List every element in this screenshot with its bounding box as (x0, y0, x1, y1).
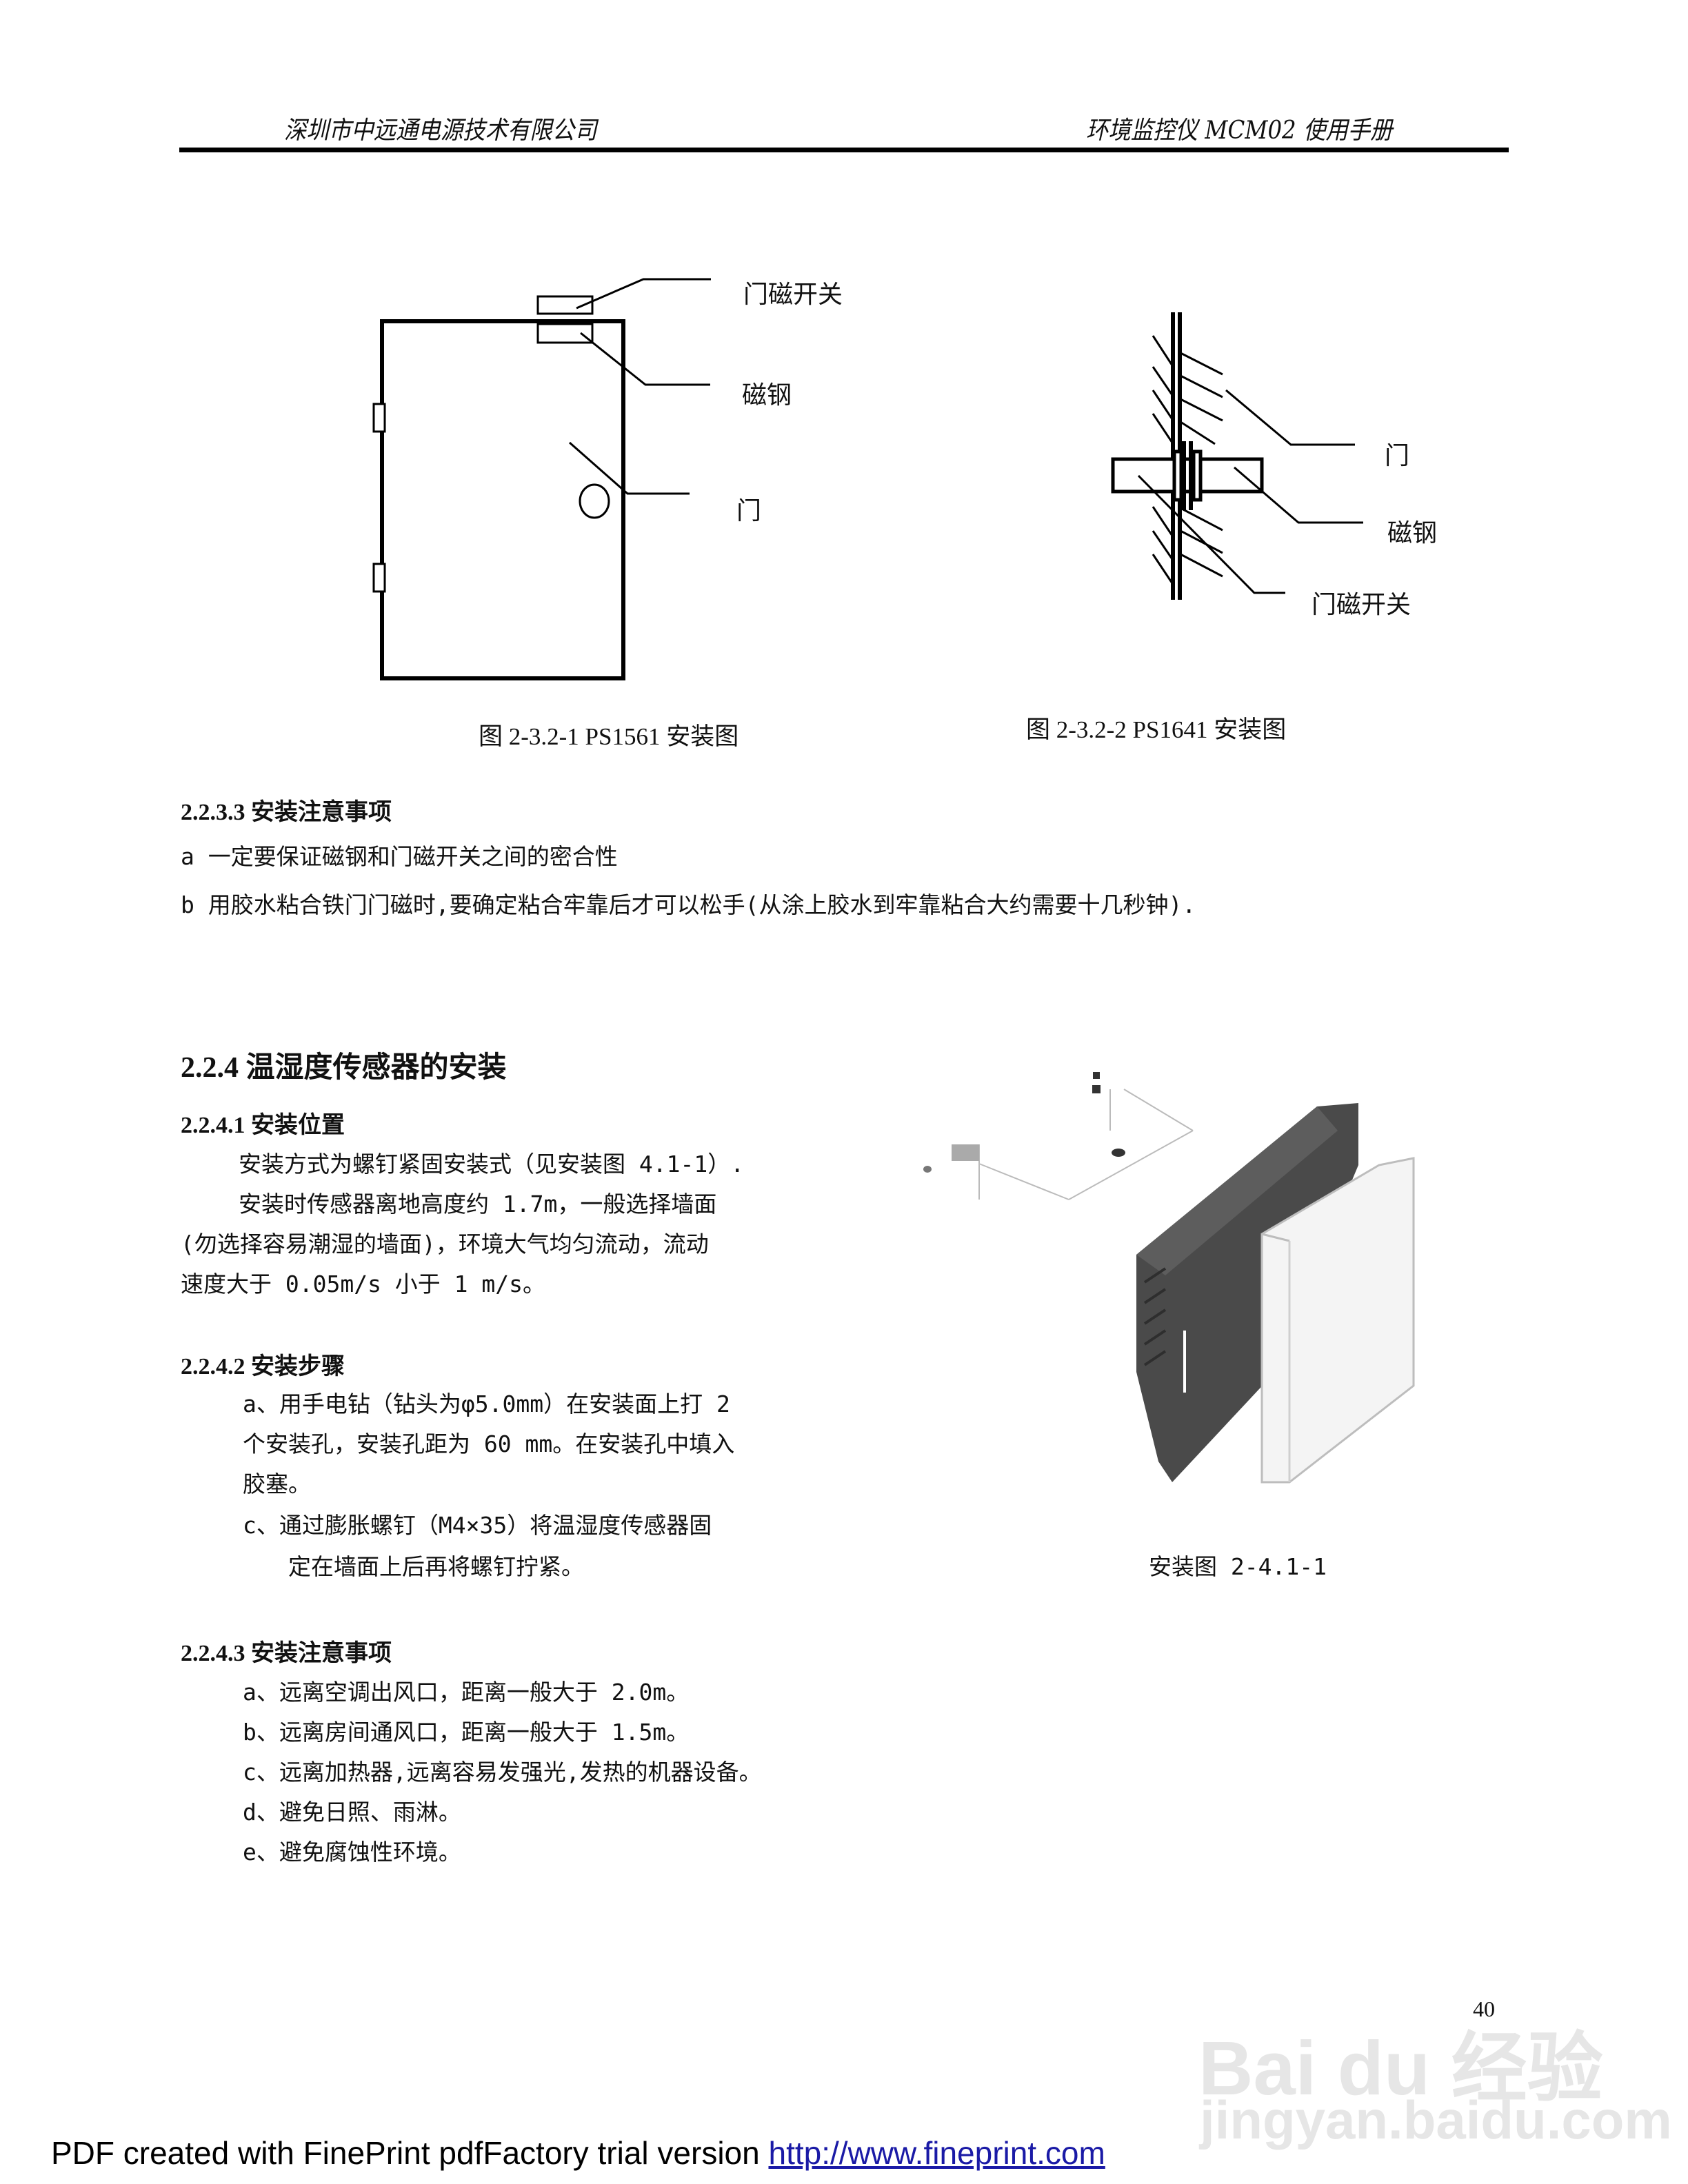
label-door-switch: 门磁开关 (1312, 591, 1411, 618)
pdf-footer: PDF created with FinePrint pdfFactory tr… (51, 2134, 1105, 2172)
header-rule (179, 148, 1509, 152)
ps1561-diagram (372, 278, 711, 680)
leader-switch (576, 278, 711, 310)
leader-magnet (580, 332, 710, 386)
sensor-figure-caption: 安装图 2-4.1-1 (1149, 1553, 1327, 1580)
section-2233-item-b: b 用胶水粘合铁门门磁时,要确定粘合牢靠后才可以松手(从涂上胶水到牢靠粘合大约需… (181, 891, 1196, 918)
leader-magnet (1234, 466, 1363, 524)
section-2241-line: (勿选择容易潮湿的墙面)，环境大气均匀流动，流动 (181, 1231, 709, 1257)
section-2243-item: e、避免腐蚀性环境。 (243, 1839, 461, 1866)
section-2242-line: 个安装孔，安装孔距为 60 mm。在安装孔中填入 (243, 1430, 735, 1457)
section-2243-item: a、远离空调出风口，距离一般大于 2.0m。 (243, 1679, 690, 1706)
section-2243-heading: 2.2.4.3 安装注意事项 (181, 1641, 392, 1666)
label-door-switch: 门磁开关 (743, 281, 843, 308)
magnet-bar (1111, 457, 1264, 494)
label-magnet: 磁钢 (742, 381, 792, 409)
sensor-install-illustration (923, 1072, 1415, 1484)
footer-text: PDF created with FinePrint pdfFactory tr… (51, 2135, 769, 2171)
sensor-housing (1136, 1103, 1358, 1482)
section-2242-line: c、通过膨胀螺钉（M4×35）将温湿度传感器固 (243, 1512, 712, 1539)
hinge-upper (372, 403, 386, 433)
header-company: 深圳市中远通电源技术有限公司 (284, 117, 597, 145)
header-manual-title: 环境监控仪 MCM02 使用手册 (1086, 117, 1393, 145)
hatch-right (1180, 352, 1223, 578)
section-224-heading: 2.2.4 温湿度传感器的安装 (181, 1052, 507, 1084)
label-door: 门 (1385, 442, 1410, 469)
section-2243-item: d、避免日照、雨淋。 (243, 1799, 461, 1826)
sensor-cover (1260, 1157, 1415, 1484)
switch-clip-right (1192, 449, 1203, 502)
caption-ps1641: 图 2-3.2-2 PS1641 安装图 (1026, 716, 1287, 743)
section-2241-line: 安装时传感器离地高度约 1.7m，一般选择墙面 (239, 1191, 717, 1217)
section-2233-heading: 2.2.3.3 安装注意事项 (181, 800, 392, 825)
section-2242-line: 胶塞。 (243, 1470, 311, 1497)
section-2233-item-a: a 一定要保证磁钢和门磁开关之间的密合性 (181, 843, 618, 870)
section-2241-heading: 2.2.4.1 安装位置 (181, 1113, 345, 1138)
ps1641-diagram (1111, 312, 1363, 600)
caption-ps1561: 图 2-3.2-1 PS1561 安装图 (479, 723, 739, 750)
page-number: 40 (1473, 1996, 1495, 2021)
mounting-guide (978, 1089, 1194, 1200)
baidu-watermark-logo: Bai du 经验 (1198, 2026, 1603, 2111)
leader-door (1225, 389, 1355, 446)
hinge-lower (372, 563, 386, 593)
section-2243-item: b、远离房间通风口，距离一般大于 1.5m。 (243, 1719, 690, 1746)
section-2241-line: 速度大于 0.05m/s 小于 1 m/s。 (181, 1271, 546, 1297)
section-2242-line: 定在墙面上后再将螺钉拧紧。 (288, 1553, 584, 1580)
baidu-watermark-url: jingyan.baidu.com (1200, 2090, 1672, 2150)
label-door: 门 (736, 497, 762, 525)
hatch-left (1152, 335, 1174, 584)
screw-parts (923, 1072, 1125, 1173)
section-2242-heading: 2.2.4.2 安装步骤 (181, 1354, 345, 1379)
footer-link[interactable]: http://www.fineprint.com (768, 2135, 1105, 2171)
label-magnet: 磁钢 (1387, 519, 1438, 547)
switch-clip-left (1172, 449, 1183, 502)
door-diagrams (372, 278, 1363, 680)
section-2243-item: c、远离加热器,远离容易发强光,发热的机器设备。 (243, 1759, 762, 1786)
section-2241-line: 安装方式为螺钉紧固安装式（见安装图 4.1-1）. (239, 1151, 745, 1177)
section-2242-line: a、用手电钻（钻头为φ5.0mm）在安装面上打 2 (243, 1391, 730, 1417)
leader-door (569, 441, 690, 495)
leader-switch (1137, 474, 1285, 594)
magnet-box (536, 323, 594, 344)
door-knob (579, 483, 610, 519)
door-outline (380, 319, 625, 680)
